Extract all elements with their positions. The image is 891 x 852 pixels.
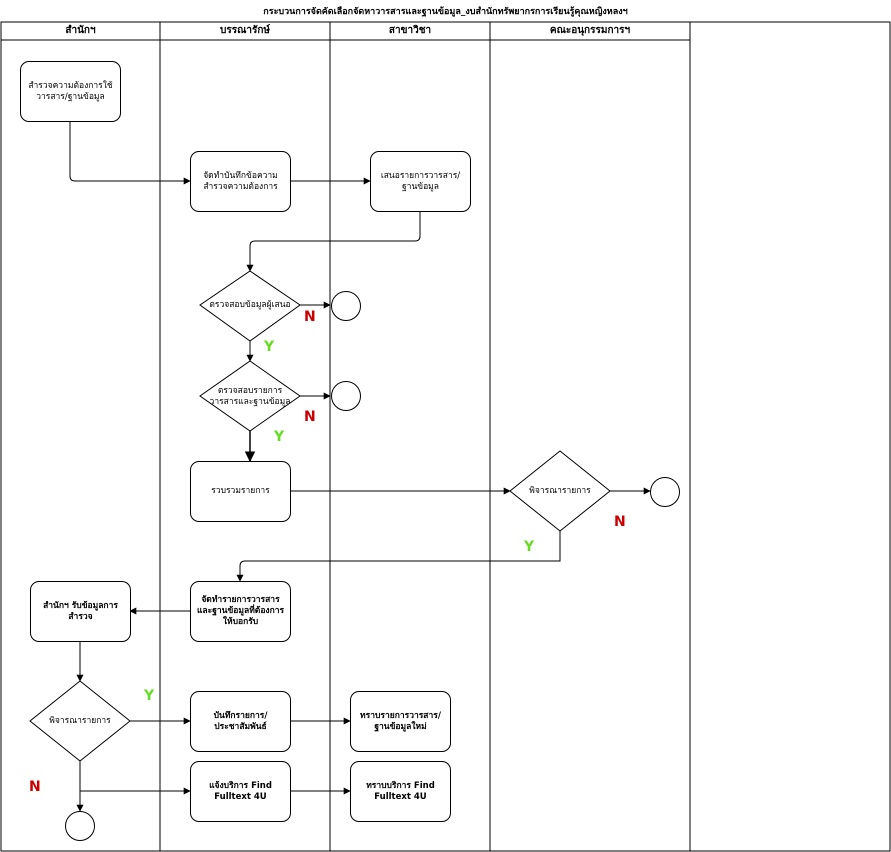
diagram-frame <box>0 21 891 852</box>
decision-check-proposer <box>199 270 301 342</box>
label-no-committee: N <box>614 514 626 530</box>
label-no-proposer: N <box>304 309 316 325</box>
arrow-propose-to-check <box>246 211 421 272</box>
arrow-survey-to-record <box>69 121 191 185</box>
node-record: จัดทำบันทึกข้อความสำรวจความต้องการ <box>190 151 291 212</box>
label-yes-list: Y <box>274 429 285 445</box>
arrow-committee-yes <box>236 531 561 582</box>
node-office-receive: สำนักฯ รับข้อมูลการสำรวจ <box>30 581 131 642</box>
end-circle-office <box>65 811 95 841</box>
lane-office-header: สำนักฯ <box>65 25 96 36</box>
lane-department-header: สาขาวิชา <box>388 25 432 36</box>
diagram-title: กระบวนการจัดคัดเลือกจัดหาวารสารและฐานข้อ… <box>263 7 628 17</box>
node-record-pr: บันทึกรายการ/ประชาสัมพันธ์ <box>190 691 291 752</box>
node-ack-list: ทราบรายการวารสาร/ฐานข้อมูลใหม่ <box>350 691 451 752</box>
label-no-office: N <box>29 779 41 795</box>
end-circle-list <box>331 381 361 411</box>
node-compile: รวบรวมรายการ <box>190 461 291 522</box>
label-yes-proposer: Y <box>264 339 275 355</box>
end-circle-proposer <box>331 291 361 321</box>
node-ack-service: ทราบบริการ Find Fulltext 4U <box>350 761 451 822</box>
node-survey: สำรวจความต้องการใช้วารสาร/ฐานข้อมูล <box>20 61 121 122</box>
node-notify-service: แจ้งบริการ Find Fulltext 4U <box>190 761 291 822</box>
decision-office <box>29 680 131 762</box>
decision-committee <box>509 450 611 532</box>
decision-check-list <box>199 360 301 432</box>
lane-librarian-header: บรรณารักษ์ <box>220 25 270 36</box>
label-yes-office: Y <box>144 688 155 704</box>
node-propose: เสนอรายการวารสาร/ฐานข้อมูล <box>370 151 471 212</box>
end-circle-committee <box>650 477 680 507</box>
label-no-list: N <box>304 409 316 425</box>
label-yes-committee: Y <box>524 539 535 555</box>
node-prepare-list: จัดทำรายการวารสารและฐานข้อมูลที่ต้องการใ… <box>190 581 291 642</box>
lane-committee-header: คณะอนุกรรมการฯ <box>549 25 631 36</box>
